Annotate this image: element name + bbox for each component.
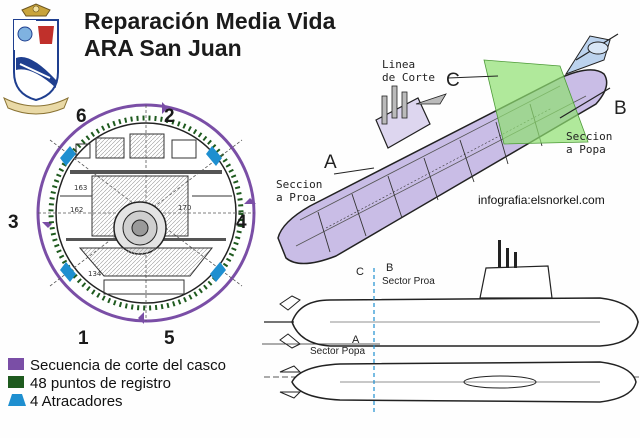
- seccion-proa-label: Seccion a Proa: [276, 178, 323, 204]
- title-line-1: Reparación Media Vida: [84, 8, 336, 34]
- label-c-perspective: C: [446, 70, 460, 91]
- navy-crest-icon: [3, 3, 69, 115]
- compartment-label-163: 163: [74, 184, 88, 192]
- seccion-popa-label: Seccion a Popa: [566, 130, 613, 156]
- legend-swatch-blue: [8, 394, 26, 406]
- legend-swatch-spacer: [8, 395, 24, 407]
- label-b-elevation: B: [386, 262, 394, 274]
- legend-item-puntos: 48 puntos de registro: [8, 374, 226, 392]
- linea-de-corte-label: Linea de Corte: [382, 58, 435, 84]
- legend-item-atracadores: 4 Atracadores: [8, 392, 226, 410]
- page-title: Reparación Media Vida ARA San Juan: [84, 8, 335, 62]
- sequence-number-2: 2: [164, 106, 175, 127]
- compartment-label-162: 162: [70, 206, 84, 214]
- legend-swatch-spacer: [8, 377, 24, 389]
- compartment-label-134: 134: [88, 270, 102, 278]
- compartment-label-170: 170: [178, 204, 192, 212]
- credit-text: infografia:elsnorkel.com: [478, 193, 605, 207]
- submarine-perspective: [277, 33, 619, 265]
- legend-swatches: [8, 358, 26, 406]
- sector-proa-label: Sector Proa: [382, 276, 435, 287]
- atracador-top-right: [206, 146, 222, 166]
- legend-item-secuencia: Secuencia de corte del casco: [8, 356, 226, 374]
- label-b-perspective: B: [614, 98, 627, 119]
- sequence-number-6: 6: [76, 106, 87, 127]
- legend-swatch-spacer: [8, 359, 24, 371]
- legend: Secuencia de corte del casco 48 puntos d…: [8, 356, 226, 410]
- atracador-bottom-left: [60, 262, 76, 282]
- sector-popa-label: Sector Popa: [310, 346, 366, 357]
- sequence-number-4: 4: [236, 212, 247, 233]
- legend-label: 48 puntos de registro: [30, 374, 171, 392]
- hull-cross-section: [36, 102, 256, 324]
- sequence-number-3: 3: [8, 212, 19, 233]
- legend-label: Secuencia de corte del casco: [30, 356, 226, 374]
- legend-swatch-green: [8, 376, 24, 388]
- sequence-number-1: 1: [78, 328, 89, 349]
- atracador-top-left: [60, 146, 76, 166]
- title-line-2: ARA San Juan: [84, 35, 242, 61]
- label-a-perspective: A: [324, 152, 337, 173]
- atracador-bottom-right: [210, 262, 226, 282]
- label-a-elevation: A: [352, 334, 360, 346]
- legend-label: 4 Atracadores: [30, 392, 123, 410]
- label-c-elevation: C: [356, 266, 364, 278]
- submarine-elevation: [262, 240, 640, 412]
- sequence-number-5: 5: [164, 328, 175, 349]
- legend-swatch-purple: [8, 358, 24, 370]
